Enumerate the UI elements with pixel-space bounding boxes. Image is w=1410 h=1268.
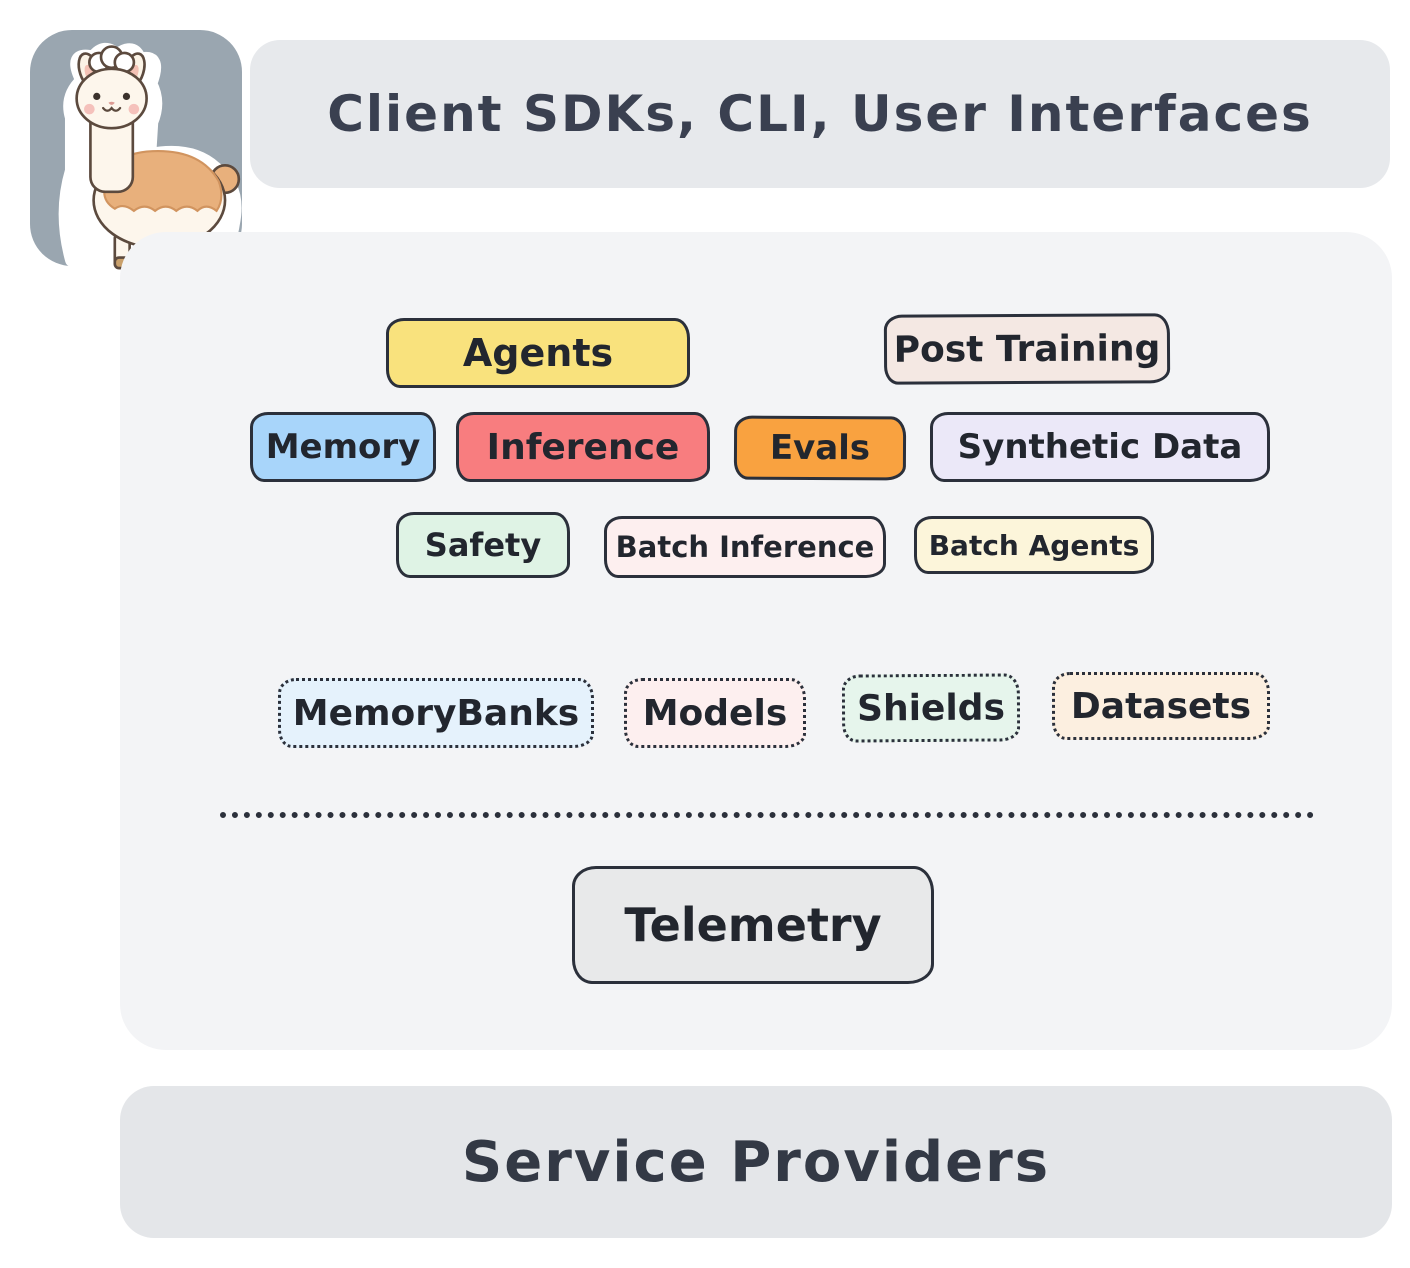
header-bar: Client SDKs, CLI, User Interfaces [250,40,1390,188]
api-box-batch-agents: Batch Agents [914,516,1154,574]
footer-title: Service Providers [461,1129,1051,1195]
dotted-divider [220,812,1314,818]
api-box-safety: Safety [396,512,570,578]
resource-box-models: Models [624,678,806,748]
stack-panel: Agents Post Training Memory Inference Ev… [120,232,1392,1050]
api-box-post-training: Post Training [883,313,1171,385]
resource-box-datasets: Datasets [1052,672,1270,740]
api-box-agents: Agents [386,318,690,388]
llama-logo [30,30,242,280]
resource-box-shields: Shields [841,673,1021,743]
footer-bar: Service Providers [120,1086,1392,1238]
api-box-batch-inference: Batch Inference [604,516,886,578]
telemetry-box: Telemetry [572,866,934,984]
api-box-inference: Inference [456,412,710,482]
api-box-evals: Evals [733,415,907,481]
api-box-synthetic-data: Synthetic Data [930,412,1270,482]
header-title: Client SDKs, CLI, User Interfaces [327,85,1313,143]
api-box-memory: Memory [250,412,436,482]
resource-box-memorybanks: MemoryBanks [278,678,594,748]
